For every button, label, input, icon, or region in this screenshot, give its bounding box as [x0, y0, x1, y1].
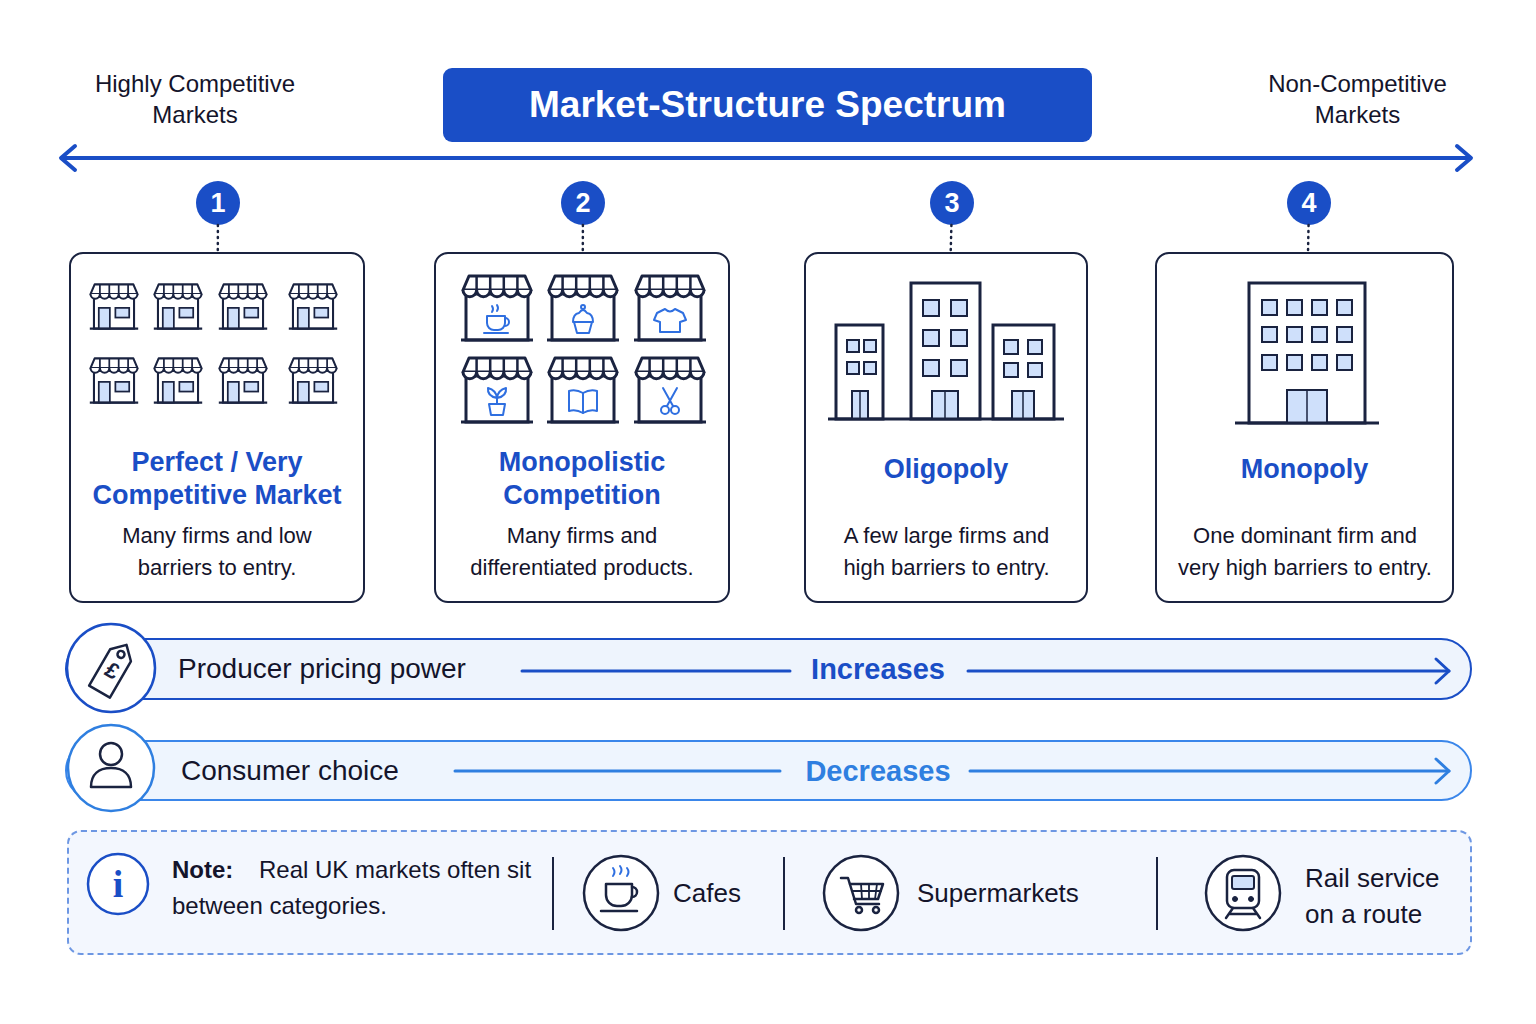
callout-number-circle: 2	[561, 181, 605, 225]
spectrum-end-label: Highly Competitive Markets	[70, 68, 320, 130]
market-type-heading: Monopolistic Competition	[442, 446, 722, 512]
callout-number: 1	[196, 181, 240, 225]
example-market: Supermarkets	[917, 875, 1079, 911]
callout-number: 4	[1287, 181, 1331, 225]
callout-number-circle: 1	[196, 181, 240, 225]
callout-number: 2	[561, 181, 605, 225]
spectrum-arrow	[61, 146, 1471, 170]
market-description: Many firms and differentiated products.	[457, 520, 707, 584]
dotted-connector	[582, 225, 585, 252]
trend-band: Consumer choice Decreases	[65, 740, 1472, 801]
dotted-connector	[949, 225, 952, 252]
diagram-title: Market-Structure Spectrum	[529, 83, 1006, 127]
market-card: Monopolistic CompetitionMany firms and d…	[434, 252, 730, 603]
note-box: Note:Real UK markets often sit between c…	[67, 830, 1472, 955]
spectrum-arrow	[62, 156, 1470, 160]
connector-group	[218, 225, 1309, 252]
info-symbol: i	[103, 862, 133, 906]
callout-number-circle: 3	[930, 181, 974, 225]
spectrum-arrow	[1457, 146, 1471, 170]
dotted-connector	[217, 225, 220, 252]
example-market: Cafes	[673, 875, 741, 911]
callout-number-circle: 4	[1287, 181, 1331, 225]
note-text: Real UK markets often sit between catego…	[172, 852, 532, 924]
example-market: Rail service on a route	[1305, 860, 1455, 932]
spectrum-arrow	[61, 146, 75, 170]
title-banner: Market-Structure Spectrum	[443, 68, 1092, 142]
market-type-heading: Perfect / Very Competitive Market	[77, 446, 357, 512]
callout-number: 3	[930, 181, 974, 225]
dotted-connector	[1307, 225, 1310, 252]
market-card: Perfect / Very Competitive MarketMany fi…	[69, 252, 365, 603]
market-description: A few large firms and high barriers to e…	[824, 520, 1069, 584]
band-label: Producer pricing power	[178, 651, 466, 687]
market-type-heading: Monopoly	[1163, 453, 1446, 486]
market-description: Many firms and low barriers to entry.	[92, 520, 342, 584]
market-card: MonopolyOne dominant firm and very high …	[1155, 252, 1454, 603]
trend-band: Producer pricing power Increases	[65, 638, 1472, 700]
note-heading: Note:	[172, 852, 233, 888]
market-description: One dominant firm and very high barriers…	[1175, 520, 1435, 584]
trend-word: Decreases	[778, 753, 978, 789]
spectrum-end-label: Non-Competitive Markets	[1250, 68, 1465, 130]
trend-word: Increases	[778, 651, 978, 687]
band-label: Consumer choice	[181, 753, 399, 789]
market-type-heading: Oligopoly	[812, 453, 1080, 486]
market-card: Oligopoly A few large firms and high barr…	[804, 252, 1088, 603]
